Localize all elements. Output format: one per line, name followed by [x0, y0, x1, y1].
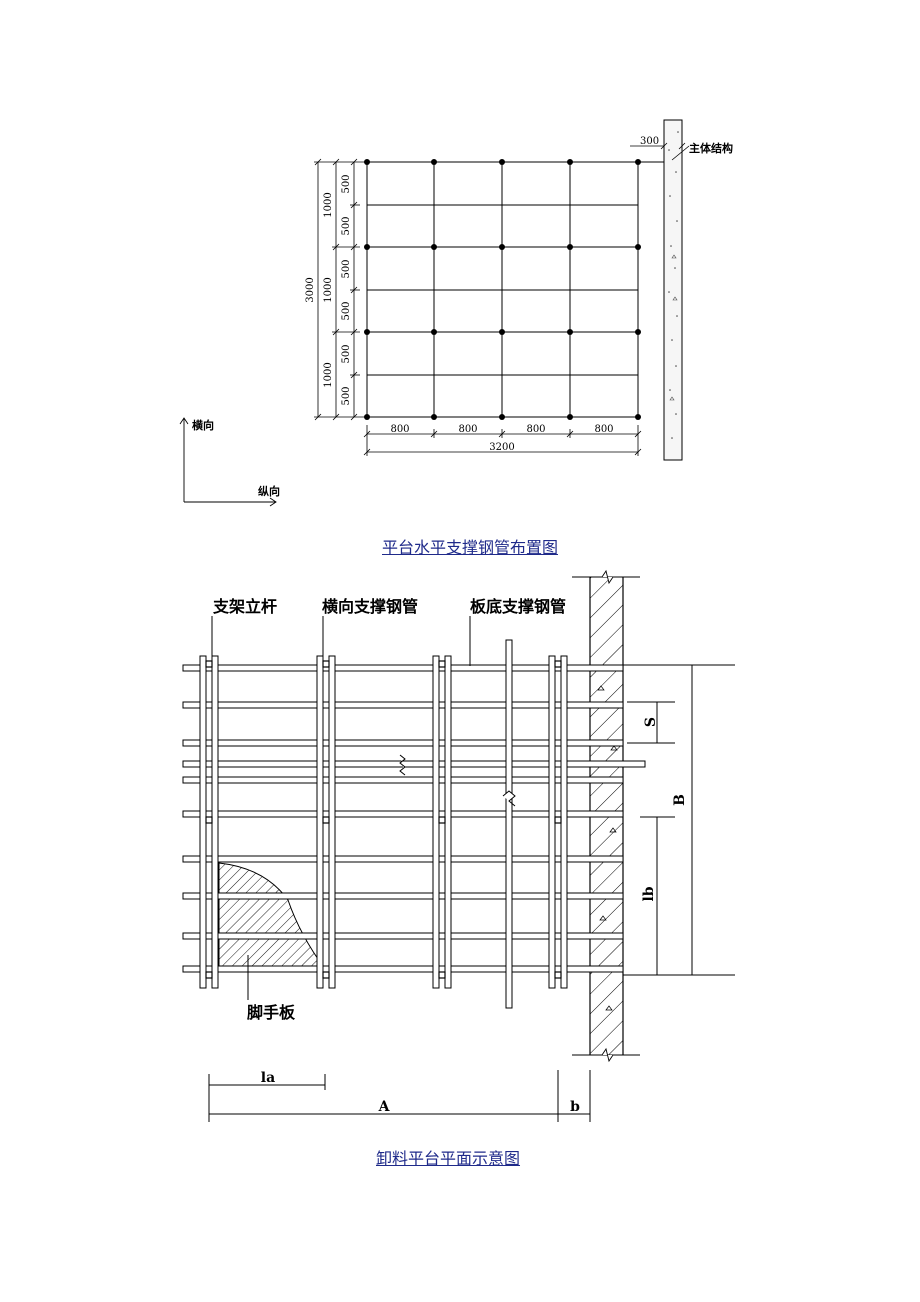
- dim-lb-label: lb: [641, 886, 657, 901]
- main-structure-wall: [663, 119, 683, 461]
- transverse-tube-label: 横向支撑钢管: [322, 597, 418, 616]
- col-dim-3: 800: [526, 424, 545, 435]
- vertical-dim-chains: [314, 158, 367, 421]
- axis-transverse-label: 横向: [192, 418, 214, 432]
- leader-lines: [211, 616, 471, 1000]
- grid-lines: [366, 161, 664, 418]
- row-dim-5: 500: [341, 344, 352, 363]
- horizontal-dim-chains: [363, 425, 642, 456]
- col-dim-1: 800: [390, 424, 409, 435]
- upright-nodes: [364, 159, 641, 420]
- row-dim-3: 500: [341, 259, 352, 278]
- pair-dim-2: 1000: [323, 277, 334, 302]
- upright-markers: [205, 660, 562, 979]
- support-grid-diagram: 300 主体结构 500 500 500 500 500 500 1000: [179, 119, 733, 507]
- bottom-dimensions: [208, 1070, 591, 1122]
- col-dim-4: 800: [594, 424, 613, 435]
- dim-B-label: B: [672, 794, 688, 806]
- scaffold-board-label: 脚手板: [247, 1003, 296, 1022]
- dim-S-label: S: [643, 717, 659, 727]
- upright-label: 支架立杆: [212, 597, 277, 616]
- total-height-dim: 3000: [305, 277, 316, 302]
- direction-axes: [179, 417, 277, 507]
- axis-longitudinal-label: 纵向: [258, 484, 280, 498]
- dim-la-label: la: [261, 1070, 275, 1086]
- total-width-dim: 3200: [489, 442, 514, 453]
- col-dim-2: 800: [458, 424, 477, 435]
- wall-dimension: [630, 140, 686, 150]
- break-symbol-vertical: [502, 790, 516, 807]
- dim-A-label: A: [378, 1099, 391, 1115]
- dim-b-label: b: [570, 1099, 580, 1115]
- row-dim-6: 500: [341, 386, 352, 405]
- row-dim-labels: 500 500 500 500 500 500 1000 1000 1000 3…: [305, 174, 352, 405]
- bottom-tube-label: 板底支撑钢管: [470, 597, 566, 616]
- diagram1-caption[interactable]: 平台水平支撑钢管布置图: [382, 538, 559, 557]
- break-symbol-horizontal: [399, 754, 406, 776]
- scaffold-board: [218, 862, 326, 970]
- diagram2-caption[interactable]: 卸料平台平面示意图: [376, 1149, 521, 1168]
- row-dim-2: 500: [341, 216, 352, 235]
- row-dim-1: 500: [341, 174, 352, 193]
- platform-plan-diagram: 支架立杆 横向支撑钢管 板底支撑钢管 脚手板 S B lb la: [182, 569, 735, 1122]
- row-dim-4: 500: [341, 301, 352, 320]
- right-dimensions: [623, 664, 735, 976]
- pair-dim-1: 1000: [323, 192, 334, 217]
- wall-thickness-dim: 300: [640, 136, 659, 147]
- main-structure-label: 主体结构: [689, 141, 733, 155]
- col-dim-labels: 800 800 800 800 3200: [390, 424, 613, 453]
- pair-dim-3: 1000: [323, 362, 334, 387]
- horizontal-tubes: [182, 664, 646, 973]
